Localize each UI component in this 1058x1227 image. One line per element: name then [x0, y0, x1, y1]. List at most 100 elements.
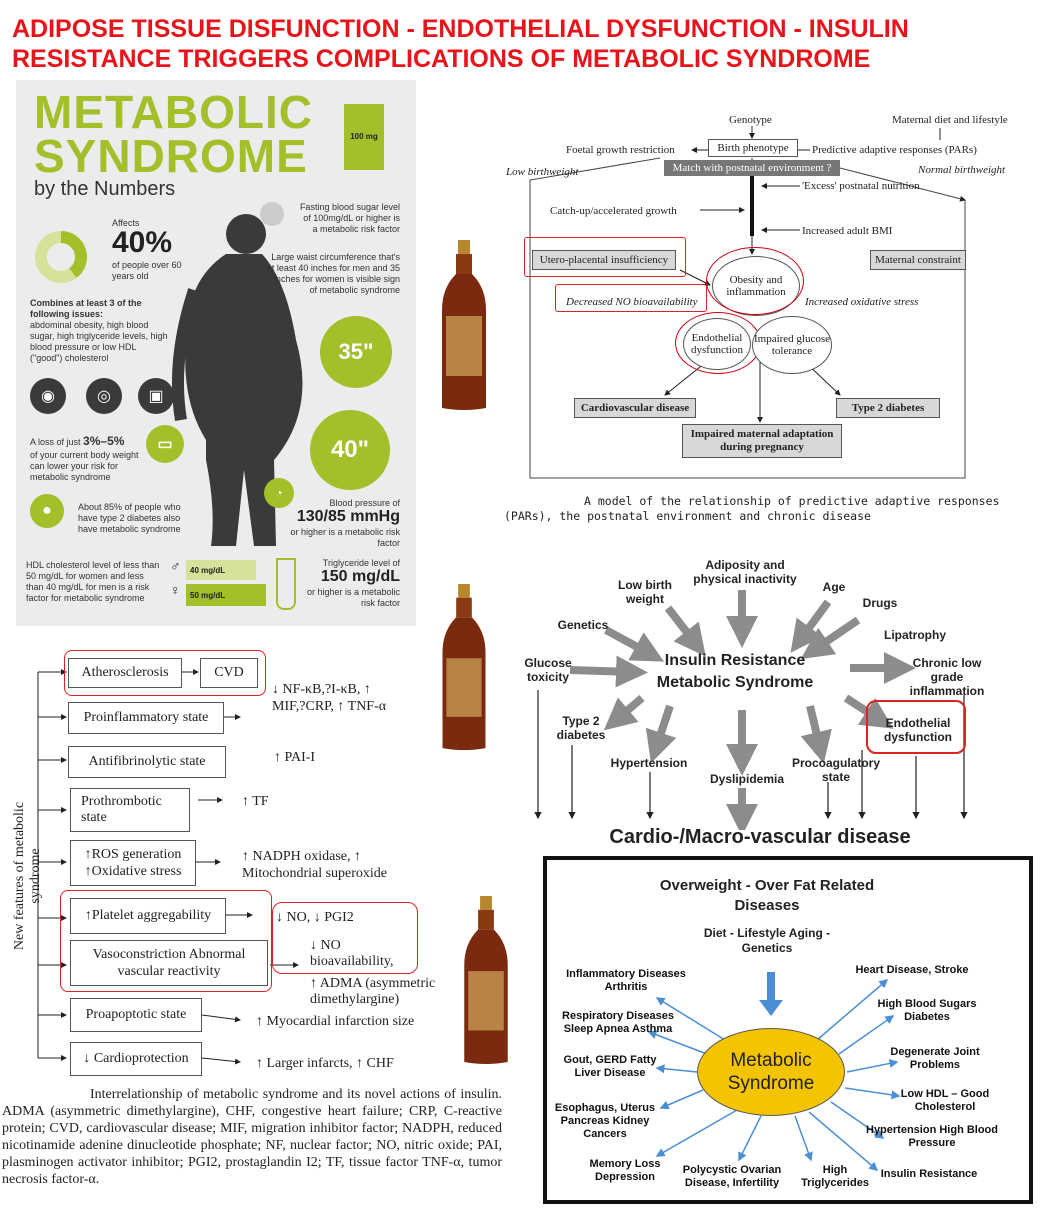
feature-antifibrinolytic-effect: ↑ PAI-I	[274, 750, 316, 765]
insulin-drugs: Drugs	[862, 596, 898, 610]
waist-stat: Large waist circumference that's at leas…	[266, 252, 400, 295]
ow-hypertension: Hypertension High Blood Pressure	[866, 1124, 998, 1149]
insulin-age: Age	[822, 580, 846, 594]
feature-vaso-effect-1: ↓ NO bioavailability,	[310, 938, 394, 969]
tonic-bottle-image-2	[442, 584, 486, 751]
diabetes-stat: About 85% of people who have type 2 diab…	[78, 502, 181, 534]
ow-hdl: Low HDL – Good Cholesterol	[900, 1088, 990, 1113]
insulin-lipatrophy: Lipatrophy	[884, 628, 946, 642]
highlight-atherosclerosis	[64, 650, 266, 696]
person-silhouette	[172, 214, 303, 546]
feature-prothrombotic-effect: ↑ TF	[242, 794, 269, 809]
ow-sugar: High Blood Sugars Diabetes	[877, 998, 977, 1023]
highlight-no-effects	[272, 902, 418, 974]
par-birth-phenotype: Birth phenotype	[708, 139, 798, 157]
par-match: Match with postnatal environment ?	[664, 160, 840, 176]
combines-desc: abdominal obesity, high blood sugar, hig…	[30, 320, 168, 363]
donut-chart-icon	[35, 231, 87, 283]
par-genotype: Genotype	[729, 114, 772, 126]
waist-men-badge: 40"	[310, 410, 390, 490]
highlight-obesity	[706, 247, 804, 315]
metabolic-syndrome-infographic: METABOLIC SYNDROME by the Numbers 100 mg…	[16, 80, 416, 626]
bp-desc: or higher is a metabolic risk factor	[290, 527, 400, 548]
insulin-dyslipidemia: Dyslipidemia	[709, 772, 785, 786]
ow-memory: Memory Loss Depression	[589, 1158, 661, 1183]
ow-heart: Heart Disease, Stroke	[855, 964, 969, 976]
hdl-stat: HDL cholesterol level of less than 50 mg…	[26, 560, 160, 603]
bp-cuff-icon: ◔	[264, 478, 294, 508]
insulin-outcome: Cardio-/Macro-vascular disease	[609, 826, 911, 848]
par-utero: Utero-placental insufficiency	[532, 250, 676, 270]
hdl-bar-men-label: 40 mg/dL	[190, 566, 226, 575]
scale-icon: ◎	[86, 378, 122, 414]
weight-scale-icon: ▭	[146, 425, 184, 463]
glucose-vial-icon	[344, 104, 384, 170]
man-icon: ♂	[170, 558, 181, 574]
ow-triglycerides: High Triglycerides	[801, 1164, 869, 1189]
ow-inflammatory: Inflammatory Diseases Arthritis	[566, 968, 686, 993]
ow-pcos: Polycystic Ovarian Disease, Infertility	[682, 1164, 782, 1189]
overweight-diagram: Overweight - Over Fat Related Diseases D…	[543, 856, 1033, 1204]
feature-vaso-effect-2: ↑ ADMA (asymmetric dimethylargine)	[310, 976, 436, 1007]
highlight-platelet-vaso	[60, 890, 272, 992]
insulin-glucose-toxicity: Glucose toxicity	[524, 656, 572, 684]
tonic-bottle-image-1	[442, 240, 486, 410]
feature-ros-effect: ↑ NADPH oxidase, ↑ Mitochondrial superox…	[242, 849, 388, 881]
overweight-center: Metabolic Syndrome	[697, 1028, 845, 1116]
glucose-meter-icon: ▣	[138, 378, 174, 414]
ow-insulin: Insulin Resistance	[880, 1168, 978, 1180]
ow-gout: Gout, GERD Fatty Liver Disease	[563, 1054, 657, 1079]
insulin-arrows	[534, 590, 968, 830]
hdl-bar-women-label: 50 mg/dL	[190, 591, 226, 600]
trig-value: 150 mg/dL	[320, 568, 400, 585]
par-adult-bmi: Increased adult BMI	[802, 225, 893, 237]
infographic-subtitle: by the Numbers	[34, 178, 176, 200]
features-caption: Interrelationship of metabolic syndrome …	[2, 1087, 502, 1187]
insulin-procoagulatory: Procoagulatory state	[791, 756, 881, 784]
feature-cardio-effect: ↑ Larger infarcts, ↑ CHF	[256, 1056, 394, 1071]
feature-platelet-effect: ↓ NO, ↓ PGI2	[276, 910, 354, 925]
page-title: ADIPOSE TISSUE DISFUNCTION - ENDOTHELIAL…	[12, 14, 1052, 74]
par-impaired-glucose: Impaired glucose tolerance	[752, 316, 832, 374]
trig-desc: or higher is a metabolic risk factor	[306, 587, 400, 608]
par-normal-birthweight: Normal birthweight	[918, 164, 1006, 176]
overweight-sub: Diet - Lifestyle Aging - Genetics	[703, 926, 831, 955]
feature-athero-effects: ↓ NF-κB,?I-κB, ↑ MIF,?CRP, ↑ TNF-α	[272, 682, 387, 714]
fasting-stat: Fasting blood sugar level of 100mg/dL or…	[299, 202, 400, 234]
par-maternal-constraint: Maternal constraint	[870, 250, 966, 270]
insulin-low-bw: Low birth weight	[618, 578, 672, 606]
par-cvd: Cardiovascular disease	[574, 398, 696, 418]
waist-women-badge: 35"	[320, 316, 392, 388]
feature-proinflammatory: Proinflammatory state	[68, 702, 224, 734]
weight-loss-desc: of your current body weight can lower yo…	[30, 450, 139, 482]
overweight-title: Overweight - Over Fat Related Diseases	[659, 877, 875, 914]
title-line-1: ADIPOSE TISSUE DISFUNCTION - ENDOTHELIAL…	[12, 15, 909, 43]
highlight-endothelial	[675, 312, 761, 374]
par-low-birthweight: Low birthweight	[506, 166, 579, 178]
feature-cardioprotection: ↓ Cardioprotection	[70, 1042, 202, 1076]
feature-atherosclerosis: Atherosclerosis	[68, 658, 182, 688]
ow-respiratory: Respiratory Diseases Sleep Apnea Asthma	[562, 1010, 674, 1035]
par-catchup: Catch-up/accelerated growth	[550, 205, 677, 217]
bp-label: Blood pressure of	[329, 498, 400, 508]
feature-platelet: ↑Platelet aggregability	[70, 898, 226, 934]
affects-label: Affects	[112, 218, 140, 228]
test-tube-icon	[276, 558, 296, 610]
feature-prothrombotic: Prothrombotic state	[70, 788, 190, 832]
infographic-title-2: SYNDROME	[34, 130, 308, 182]
par-oxidative: Increased oxidative stress	[805, 296, 919, 308]
hdl-bar-women	[186, 584, 266, 606]
feature-proapoptotic: Proapoptotic state	[70, 998, 202, 1032]
ow-joint: Degenerate Joint Problems	[890, 1046, 980, 1071]
feature-vaso: Vasoconstriction Abnormal vascular react…	[70, 940, 268, 986]
weight-loss-label: A loss of just 3%–5%	[30, 434, 125, 448]
highlight-utero	[524, 237, 686, 277]
trig-label: Triglyceride level of	[322, 558, 400, 568]
glucose-vial-label: 100 mg	[350, 132, 378, 141]
woman-icon: ♀	[170, 582, 181, 598]
combines-label: Combines at least 3 of the following iss…	[30, 298, 142, 319]
par-foetal: Foetal growth restriction	[566, 144, 675, 156]
insulin-hypertension: Hypertension	[610, 756, 688, 770]
title-line-2: RESISTANCE TRIGGERS COMPLICATIONS OF MET…	[12, 45, 871, 73]
highlight-insulin-endothelial	[866, 700, 966, 754]
